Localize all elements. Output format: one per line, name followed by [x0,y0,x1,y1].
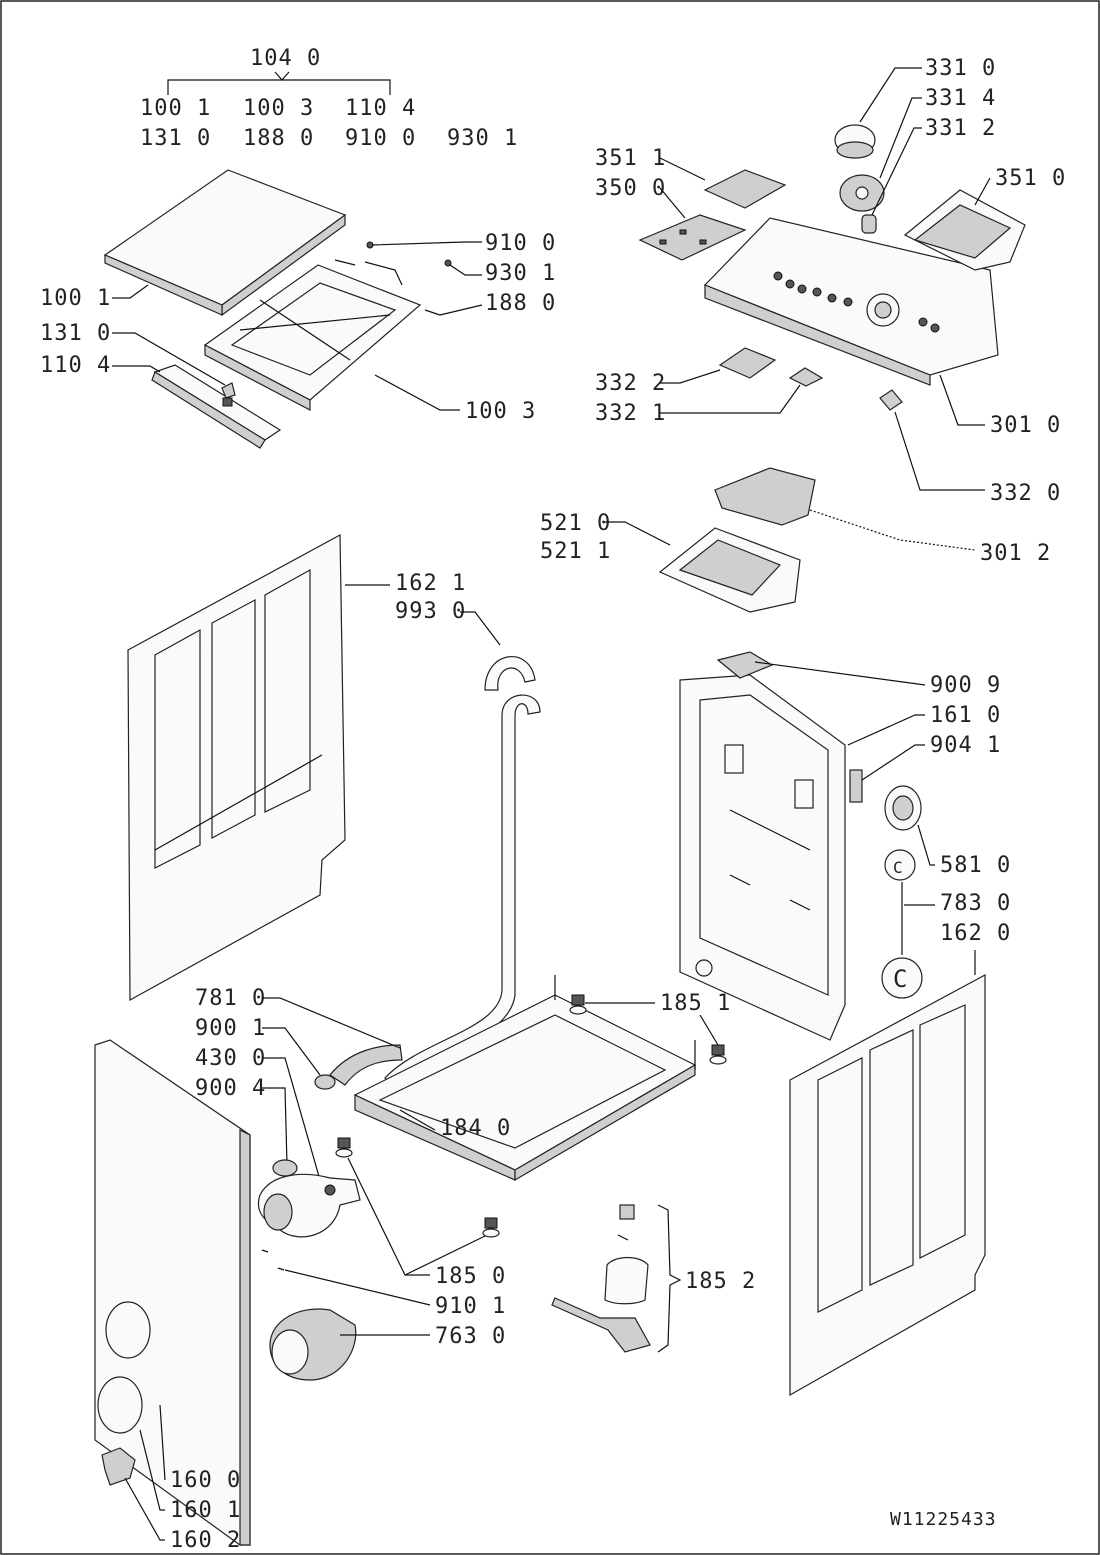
marker-c-large [881,957,923,999]
document-code: W11225433 [890,1509,997,1530]
label-900-9: 900 9 [930,673,1001,698]
pump-group: 910 1 763 0 [257,1159,506,1381]
group-bracket [167,79,391,95]
label-331-4: 331 4 [925,86,996,111]
label-100-1: 100 1 [40,286,111,311]
clip-131-0 [221,382,236,399]
label-188-0-top: 188 0 [243,126,314,151]
foot-185-0-b [482,1217,500,1238]
rear-panel-group: C C 900 9 161 0 904 1 581 0 783 0 162 0 [679,651,1011,1041]
part-900-9 [716,651,774,679]
foot-185-1-b [709,1044,727,1065]
label-162-0: 162 0 [940,921,1011,946]
label-350-0: 350 0 [595,176,666,201]
label-910-1: 910 1 [435,1294,506,1319]
label-900-1: 900 1 [195,1016,266,1041]
label-110-4: 110 4 [40,353,111,378]
label-351-0: 351 0 [995,166,1066,191]
label-104-0: 104 0 [250,46,321,71]
part-185-2-holder [604,1256,649,1305]
leveler-group: 185 2 [551,1204,756,1353]
hose-clip-993 [484,656,536,691]
label-332-0: 332 0 [990,481,1061,506]
lid-wire [364,261,403,286]
front-panel-group: 160 0 160 1 160 2 [94,1039,251,1553]
label-930-1-top: 930 1 [447,126,518,151]
dispenser-drawer [714,467,816,526]
clamp-900-4 [272,1159,298,1177]
dispenser-group: 521 0 521 1 301 2 [540,467,1051,613]
control-board [638,214,747,261]
service-door-160-1 [97,1376,143,1434]
label-332-2: 332 2 [595,371,666,396]
label-162-1: 162 1 [395,571,466,596]
label-110-4-top: 110 4 [345,96,416,121]
button-332-1 [788,367,824,387]
label-161-0: 161 0 [930,703,1001,728]
hinge-rod-right [424,309,441,316]
button-set-332-2 [718,347,777,379]
label-185-2: 185 2 [685,1269,756,1294]
bracket-185-2 [657,1204,682,1353]
part-185-2-lever [551,1297,651,1353]
foot-185-0-a [335,1137,353,1158]
label-781-0: 781 0 [195,986,266,1011]
knob-shaft [861,214,877,234]
label-100-3-top: 100 3 [243,96,314,121]
label-184-0: 184 0 [440,1116,511,1141]
label-100-3: 100 3 [465,399,536,424]
label-430-0: 430 0 [195,1046,266,1071]
label-763-0: 763 0 [435,1324,506,1349]
button-bracket [703,169,787,209]
hinge-rod-left [334,259,356,266]
part-185-2-clip [619,1204,635,1220]
marker-c-large-text: C [893,965,908,993]
label-131-0: 131 0 [40,321,111,346]
hose-781-0 [329,1044,403,1086]
label-160-1: 160 1 [170,1498,241,1523]
label-910-0: 910 0 [485,231,556,256]
base-group: 781 0 900 1 430 0 900 4 184 0 185 1 185 … [195,656,731,1289]
label-581-0: 581 0 [940,853,1011,878]
top-cover-group: 104 0 100 1 100 3 110 4 131 0 188 0 910 … [40,46,556,449]
label-351-1: 351 1 [595,146,666,171]
part-904-1 [849,769,863,803]
label-521-0: 521 0 [540,511,611,536]
console-group: 331 0 331 4 331 2 351 1 350 0 351 0 332 … [595,56,1066,506]
label-993-0: 993 0 [395,599,466,624]
marker-c-small [884,849,916,881]
label-930-1: 930 1 [485,261,556,286]
label-100-1-top: 100 1 [140,96,211,121]
right-side-panel [789,950,986,1397]
foot-185-1-a [569,994,587,1015]
label-331-0: 331 0 [925,56,996,81]
label-521-1: 521 1 [540,539,611,564]
label-131-0-top: 131 0 [140,126,211,151]
label-331-2: 331 2 [925,116,996,141]
label-332-1: 332 1 [595,401,666,426]
hinge-160-2 [101,1447,136,1486]
label-160-2: 160 2 [170,1528,241,1553]
label-185-0: 185 0 [435,1264,506,1289]
button-332-0 [879,389,903,411]
label-188-0: 188 0 [485,291,556,316]
label-185-1: 185 1 [660,991,731,1016]
drain-hose [384,694,541,1091]
label-301-2: 301 2 [980,541,1051,566]
label-783-0: 783 0 [940,891,1011,916]
label-910-0-top: 910 0 [345,126,416,151]
label-904-1: 904 1 [930,733,1001,758]
label-900-4: 900 4 [195,1076,266,1101]
label-301-0: 301 0 [990,413,1061,438]
marker-c-small-text: C [893,858,904,877]
label-160-0: 160 0 [170,1468,241,1493]
left-side-panel: 162 1 993 0 [127,534,501,1002]
